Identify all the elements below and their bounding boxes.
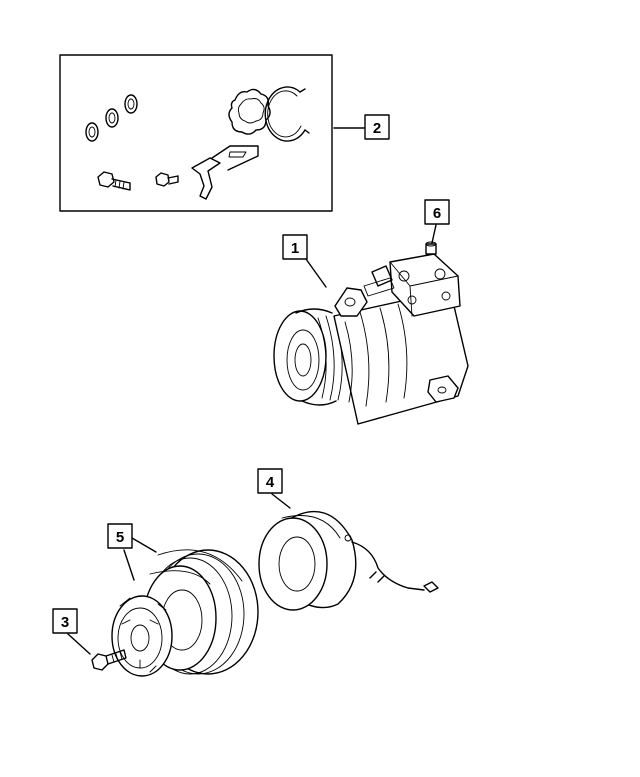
kit-frame [59, 54, 333, 212]
bolt-icon [155, 172, 179, 187]
washer-icon [228, 88, 271, 135]
snap-ring-icon [264, 86, 310, 142]
seal-kit-group [59, 54, 333, 212]
callout-5: 5 [107, 523, 157, 581]
o-ring-icon [85, 122, 99, 142]
bracket-icon [191, 145, 259, 200]
callout-1-label: 1 [291, 240, 299, 257]
clutch-coil-icon [258, 510, 439, 611]
o-ring-icon [124, 94, 138, 114]
callout-1: 1 [282, 234, 327, 288]
compressor-icon [273, 241, 469, 425]
callout-2-label: 2 [373, 120, 381, 137]
callout-2: 2 [333, 114, 390, 140]
callout-4-label: 4 [266, 474, 275, 491]
o-ring-icon [105, 108, 119, 128]
callout-3-label: 3 [61, 614, 69, 631]
callout-5-label: 5 [116, 529, 124, 546]
callout-6-label: 6 [433, 205, 441, 222]
clutch-plate-icon [111, 595, 173, 677]
callout-4: 4 [257, 468, 291, 509]
callout-6: 6 [424, 199, 450, 244]
bolt-icon [97, 171, 131, 191]
bolt-icon [91, 649, 127, 671]
callout-3: 3 [52, 608, 91, 655]
